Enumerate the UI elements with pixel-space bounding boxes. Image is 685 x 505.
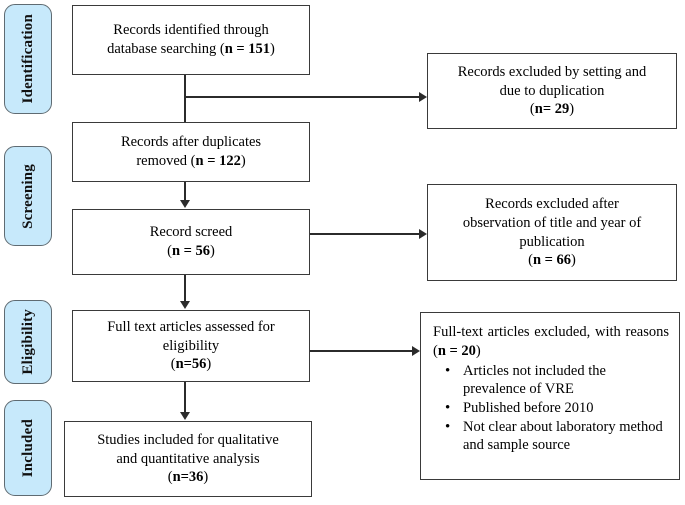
connector-fulltext-to-included — [184, 382, 186, 413]
exclusion-reason-list: Articles not included the prevalence of … — [433, 362, 669, 455]
text-fragment: ( — [167, 469, 173, 486]
box-excluded-title-year-line3: publication — [519, 233, 585, 250]
text-fragment: ) — [203, 469, 209, 486]
stage-tab-screening-label: Screening — [19, 163, 36, 229]
box-records-identified-line1: Records identified through — [113, 22, 269, 39]
stage-tab-included[interactable]: Included — [4, 400, 52, 496]
stage-tab-eligibility-label: Eligibility — [19, 309, 36, 375]
connector-screened-to-fulltext — [184, 275, 186, 301]
connector-branch-to-excluded-setting — [184, 96, 420, 98]
text-fragment: ) — [206, 356, 212, 373]
box-records-after-duplicates: Records after duplicates removed (n = 12… — [72, 122, 310, 182]
box-records-identified: Records identified through database sear… — [72, 5, 310, 75]
connector-fulltext-to-reasons — [310, 350, 413, 352]
count-value: n = 151 — [224, 41, 271, 57]
box-records-identified-line2: database searching (n = 151) — [107, 40, 275, 59]
connector-screened-to-excluded-title — [310, 233, 420, 235]
count-value: n=56 — [175, 356, 207, 373]
box-studies-included: Studies included for qualitative and qua… — [64, 421, 312, 497]
text-fragment: ) — [240, 153, 246, 169]
list-item: Published before 2010 — [445, 399, 669, 418]
count-value: n=36 — [172, 469, 204, 486]
text-fragment: Full-text articles excluded, with reason… — [433, 324, 669, 359]
box-excluded-setting-duplication-line2: due to duplication — [499, 82, 605, 99]
box-excluded-title-year-line1: Records excluded after — [485, 196, 619, 213]
box-records-screened: Record screed (n = 56) — [72, 209, 310, 275]
text-fragment: ) — [569, 101, 575, 118]
box-records-after-duplicates-line2: removed (n = 122) — [136, 152, 245, 171]
text-fragment: ( — [529, 101, 535, 118]
box-excluded-with-reasons: Full-text articles excluded, with reason… — [420, 312, 680, 480]
text-fragment: ( — [528, 252, 533, 269]
count-value: n = 56 — [171, 243, 211, 259]
box-excluded-title-year-line2: observation of title and year of — [462, 214, 642, 231]
arrow-right-icon — [419, 229, 427, 239]
text-fragment: ) — [210, 243, 215, 259]
arrow-right-icon — [419, 92, 427, 102]
stage-tab-screening[interactable]: Screening — [4, 146, 52, 246]
connector-identified-to-duplicates — [184, 75, 186, 122]
box-excluded-setting-duplication-line1: Records excluded by setting and — [457, 64, 647, 81]
count-value: n = 20 — [437, 342, 476, 359]
connector-duplicates-to-screened — [184, 182, 186, 201]
box-full-text-assessed-line3: (n=56) — [171, 355, 212, 374]
box-full-text-assessed-line1: Full text articles assessed for — [107, 319, 275, 336]
box-excluded-with-reasons-heading: Full-text articles excluded, with reason… — [433, 323, 669, 361]
box-excluded-setting-duplication-line3: (n= 29) — [530, 100, 574, 119]
arrow-down-icon — [180, 200, 190, 208]
box-excluded-title-year-line4: (n = 66) — [528, 251, 576, 270]
arrow-down-icon — [180, 412, 190, 420]
box-studies-included-line3: (n=36) — [168, 468, 209, 487]
text-fragment: database searching ( — [107, 41, 225, 57]
box-records-screened-line2: (n = 56) — [167, 242, 215, 261]
text-fragment: ) — [475, 342, 481, 359]
arrow-right-icon — [412, 346, 420, 356]
text-fragment: removed ( — [136, 153, 196, 169]
count-value: n = 66 — [532, 252, 572, 269]
text-fragment: ( — [170, 356, 176, 373]
count-value: n = 122 — [195, 153, 241, 169]
stage-tab-identification-label: Identification — [19, 14, 36, 104]
text-fragment: ) — [270, 41, 275, 57]
box-full-text-assessed-line2: eligibility — [162, 337, 220, 354]
box-full-text-assessed: Full text articles assessed for eligibil… — [72, 310, 310, 382]
stage-tab-included-label: Included — [19, 418, 36, 478]
box-excluded-title-year: Records excluded after observation of ti… — [427, 184, 677, 281]
arrow-down-icon — [180, 301, 190, 309]
box-excluded-setting-duplication: Records excluded by setting and due to d… — [427, 53, 677, 129]
stage-tab-identification[interactable]: Identification — [4, 4, 52, 114]
text-fragment: ( — [167, 243, 172, 259]
box-studies-included-line2: and quantitative analysis — [116, 450, 260, 467]
count-value: n= 29 — [534, 101, 570, 118]
list-item: Not clear about laboratory method and sa… — [445, 418, 669, 455]
box-records-screened-line1: Record screed — [149, 224, 233, 241]
box-records-after-duplicates-line1: Records after duplicates — [120, 134, 262, 151]
stage-tab-eligibility[interactable]: Eligibility — [4, 300, 52, 384]
box-studies-included-line1: Studies included for qualitative — [97, 432, 279, 449]
text-fragment: ) — [571, 252, 576, 269]
list-item: Articles not included the prevalence of … — [445, 362, 669, 399]
